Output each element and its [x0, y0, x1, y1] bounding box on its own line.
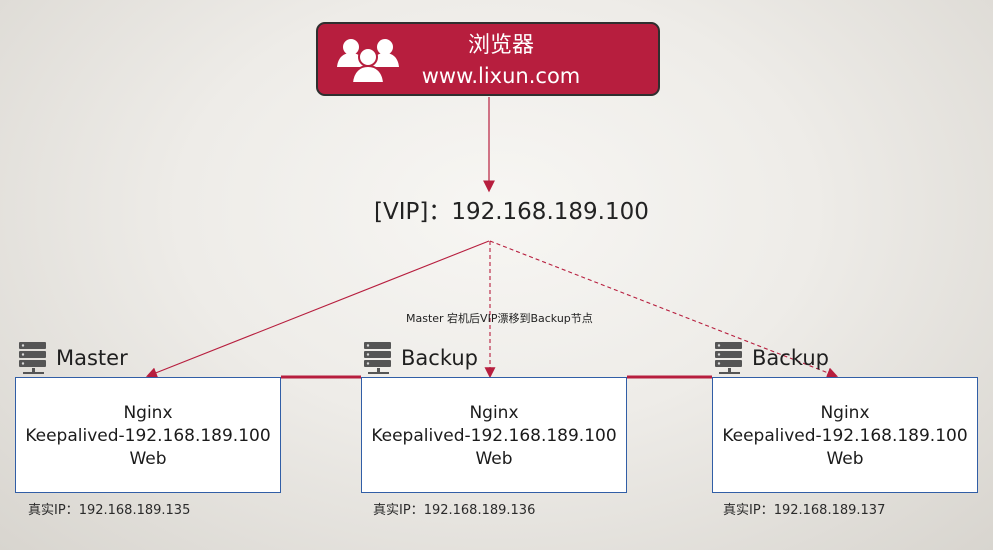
backup-one-real-ip-label: 真实IP：: [373, 503, 424, 518]
master-node-box: Nginx Keepalived-192.168.189.100 Web: [15, 377, 281, 493]
backup-two-software-keepalived: Keepalived-192.168.189.100: [722, 426, 968, 446]
backup-one-real-ip: 真实IP：192.168.189.136: [373, 503, 535, 519]
master-node-title: Master: [17, 341, 128, 375]
master-software-nginx: Nginx: [123, 403, 173, 423]
master-real-ip: 真实IP：192.168.189.135: [28, 503, 190, 519]
vip-to-master-arrow: [145, 240, 490, 378]
backup-two-software-web: Web: [826, 449, 864, 469]
backup-one-node-title: Backup: [362, 341, 478, 375]
backup-two-real-ip-label: 真实IP：: [723, 503, 774, 518]
server-rack-icon: [364, 342, 391, 374]
browser-title: 浏览器: [467, 33, 534, 58]
users-group-icon: [337, 39, 399, 84]
server-rack-icon: [19, 342, 46, 374]
backup-one-node-box: Nginx Keepalived-192.168.189.100 Web: [361, 377, 627, 493]
vip-to-backup-two-dashed-arrow: [489, 240, 839, 378]
backup-one-software-web: Web: [475, 449, 513, 469]
backup-one-software-nginx: Nginx: [469, 403, 519, 423]
backup-two-node-title: Backup: [713, 341, 829, 375]
server-rack-icon: [715, 342, 742, 374]
backup-one-real-ip-value: 192.168.189.136: [423, 503, 536, 518]
master-software-keepalived: Keepalived-192.168.189.100: [25, 426, 271, 446]
backup-two-role-label: Backup: [752, 346, 829, 370]
backup-two-real-ip: 真实IP：192.168.189.137: [723, 503, 885, 519]
backup-two-node-box: Nginx Keepalived-192.168.189.100 Web: [712, 377, 978, 493]
master-real-ip-label: 真实IP：: [28, 503, 79, 518]
backup-one-software-keepalived: Keepalived-192.168.189.100: [371, 426, 617, 446]
vip-address-label: [VIP]：192.168.189.100: [374, 199, 649, 225]
backup-two-software-nginx: Nginx: [820, 403, 870, 423]
browser-client-box: 浏览器 www.lixun.com: [316, 22, 660, 96]
failover-note: Master 宕机后VIP漂移到Backup节点: [406, 312, 593, 325]
backup-one-role-label: Backup: [401, 346, 478, 370]
backup-two-real-ip-value: 192.168.189.137: [773, 503, 886, 518]
master-role-label: Master: [56, 346, 128, 370]
browser-domain: www.lixun.com: [421, 64, 581, 88]
master-software-web: Web: [129, 449, 167, 469]
master-real-ip-value: 192.168.189.135: [78, 503, 191, 518]
